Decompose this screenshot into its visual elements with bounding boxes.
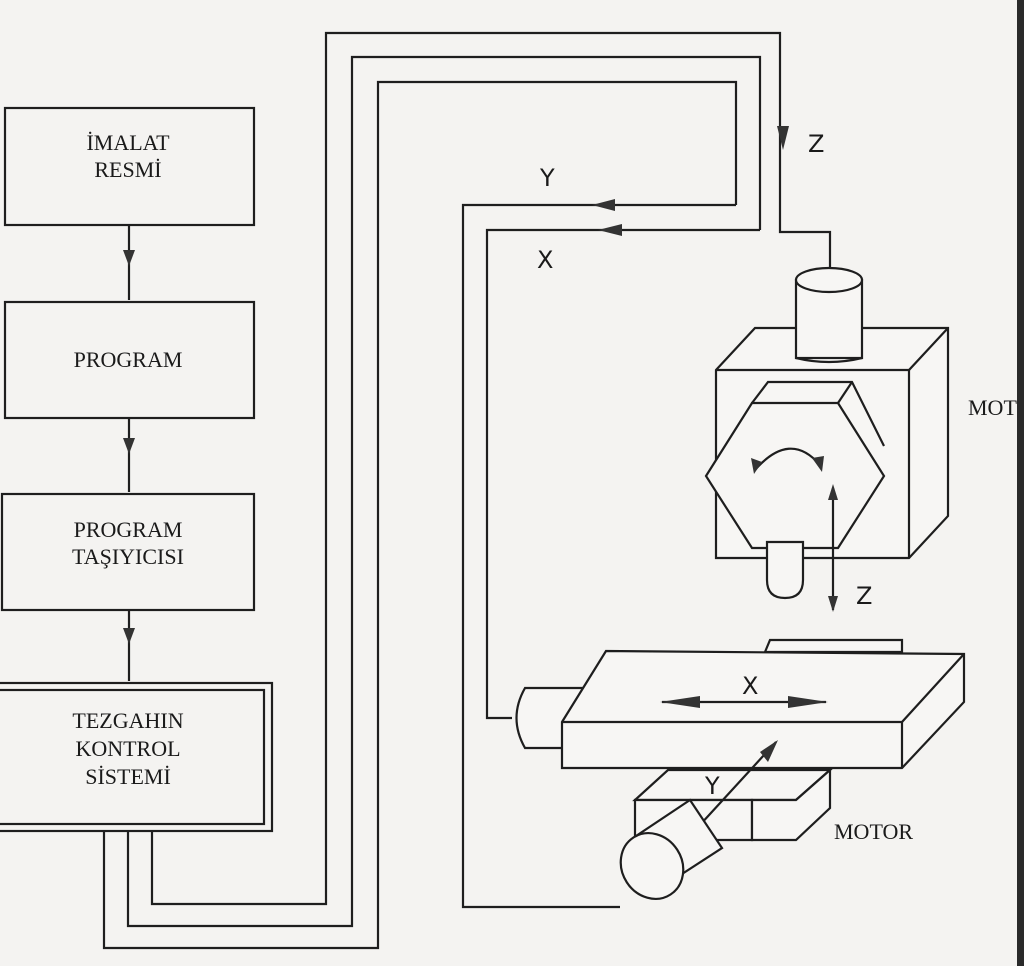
box-label-line3: SİSTEMİ — [85, 764, 171, 789]
wire-label-z: Z — [808, 130, 824, 158]
wire-middle — [126, 55, 762, 928]
flow-arrows — [123, 225, 135, 681]
flow-box-program-tasiyicisi: PROGRAM TAŞIYICISI — [0, 492, 256, 612]
box-label-line2: KONTROL — [75, 736, 180, 761]
box-label-line1: TEZGAHIN — [72, 708, 183, 733]
flow-box-imalat-resmi: İMALAT RESMİ — [3, 106, 256, 227]
box-label-line1: İMALAT — [86, 130, 170, 155]
wire-z — [102, 80, 738, 950]
worktable — [515, 638, 966, 900]
arrow-z — [777, 126, 789, 150]
arrow-y — [592, 199, 615, 211]
box-label-line1: PROGRAM — [74, 517, 183, 542]
box-label-line2: TAŞIYICISI — [72, 544, 184, 569]
wire-x — [485, 228, 760, 720]
wire-inner — [150, 31, 832, 906]
spindle-head — [704, 266, 950, 612]
flow-box-tezgahin-kontrol-sistemi: TEZGAHIN KONTROL SİSTEMİ — [0, 681, 274, 833]
table-axis-label-y: Y — [704, 772, 720, 800]
box-label-line1: PROGRAM — [74, 347, 183, 372]
box-label-line2: RESMİ — [94, 157, 161, 182]
table-axis-label-x: X — [742, 672, 758, 700]
table-motor-label: MOTOR — [834, 819, 913, 844]
spindle-axis-label-z: Z — [856, 582, 872, 610]
spindle-motor-label: MOT — [968, 395, 1017, 420]
flow-box-program: PROGRAM — [3, 300, 256, 420]
arrow-x — [598, 224, 622, 236]
wire-label-y: Y — [539, 164, 555, 192]
scan-edge — [1017, 0, 1024, 966]
wire-label-x: X — [537, 246, 553, 274]
